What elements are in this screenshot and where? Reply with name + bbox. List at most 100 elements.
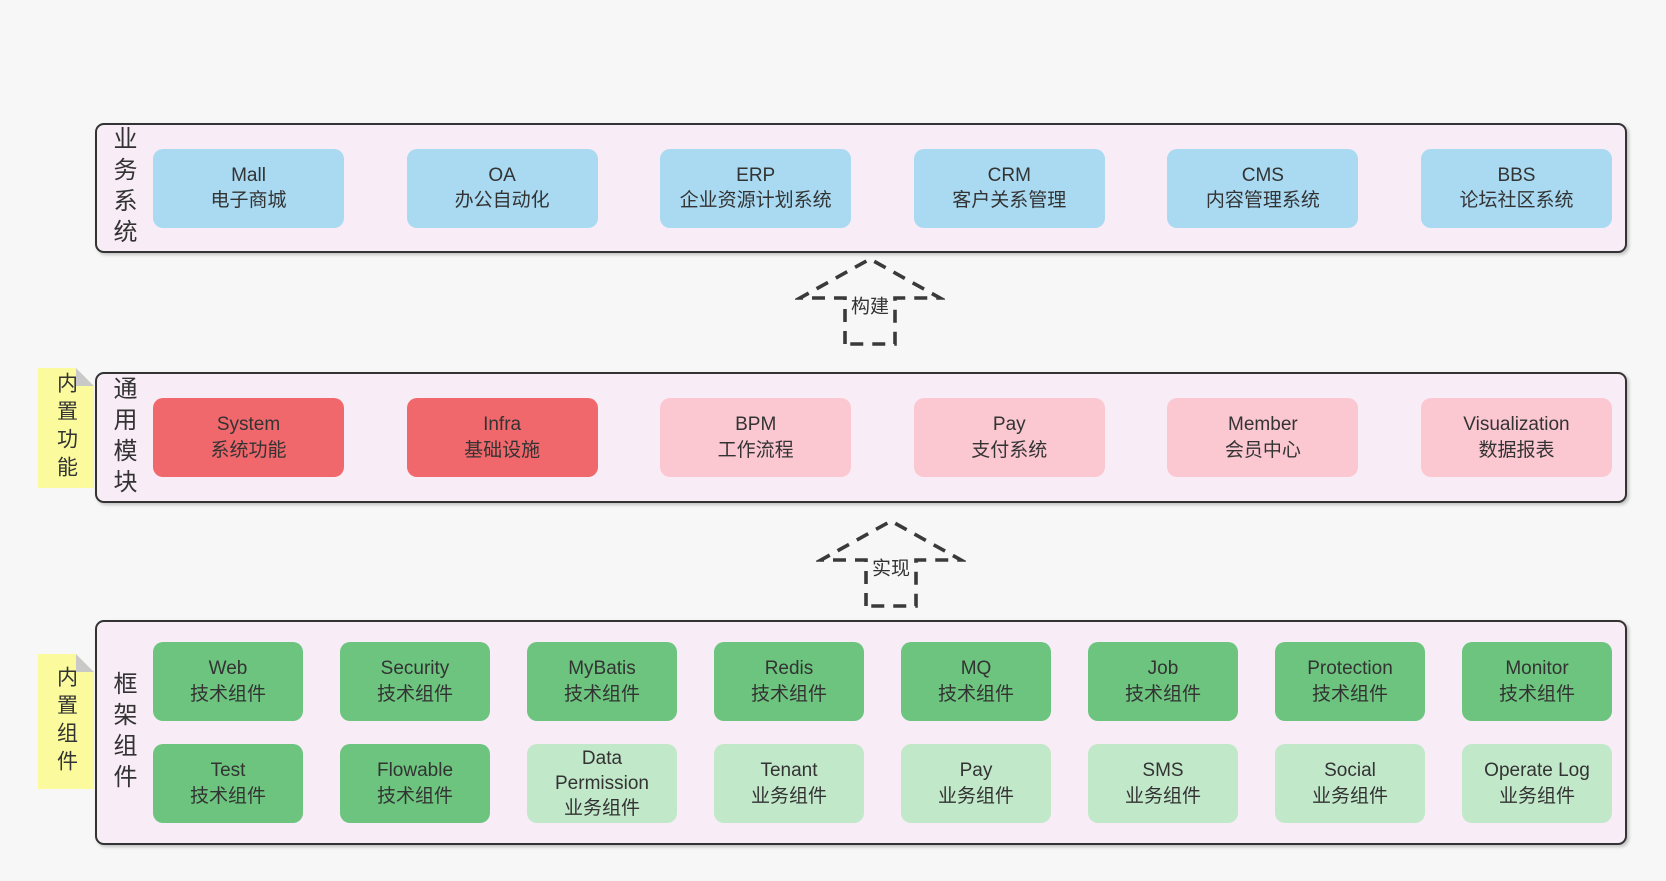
box-data-permission: Data Permission 业务组件 xyxy=(527,744,677,823)
box-subtitle: 业务组件 xyxy=(1124,785,1201,807)
box-mall: Mall 电子商城 xyxy=(153,148,344,228)
note-fold-icon xyxy=(76,654,94,672)
box-social: Social 业务组件 xyxy=(1275,744,1425,823)
box-title: Job xyxy=(1147,658,1179,680)
box-pay-component: Pay 业务组件 xyxy=(901,744,1051,823)
band-framework-components: 框架组件 Web 技术组件 Security 技术组件 MyBatis 技术组件… xyxy=(95,620,1627,845)
box-title: Operate Log xyxy=(1484,760,1590,782)
box-subtitle: 业务组件 xyxy=(1498,785,1575,807)
box-operate-log: Operate Log 业务组件 xyxy=(1462,744,1612,823)
box-title: Infra xyxy=(483,414,522,436)
band-label-framework-components: 框架组件 xyxy=(109,670,136,795)
box-title: Monitor xyxy=(1505,658,1569,680)
dashed-up-arrow-icon xyxy=(816,518,966,608)
box-subtitle: 技术组件 xyxy=(750,683,827,705)
box-title: MQ xyxy=(960,658,992,680)
box-title: Security xyxy=(380,658,450,680)
box-member: Member 会员中心 xyxy=(1167,398,1359,477)
box-subtitle: 业务组件 xyxy=(750,785,827,807)
box-visualization: Visualization 数据报表 xyxy=(1420,398,1612,477)
box-security: Security 技术组件 xyxy=(340,642,490,721)
box-title: Data Permission xyxy=(555,747,649,794)
band-common-modules: 通用模块 System 系统功能 Infra 基础设施 BPM 工作流程 Pay… xyxy=(95,372,1627,503)
box-title: BPM xyxy=(735,414,777,436)
arrow-label-implement: 实现 xyxy=(868,552,914,582)
note-text: 内置功能 xyxy=(54,372,78,484)
box-mq: MQ 技术组件 xyxy=(901,642,1051,721)
sticky-note-built-in-components: 内置组件 xyxy=(38,654,94,789)
band-business-systems: 业务系统 Mall 电子商城 OA 办公自动化 ERP 企业资源计划系统 CRM… xyxy=(95,123,1627,253)
band-row-1: Web 技术组件 Security 技术组件 MyBatis 技术组件 Redi… xyxy=(153,642,1612,721)
box-subtitle: 技术组件 xyxy=(189,683,266,705)
box-subtitle: 办公自动化 xyxy=(454,190,550,211)
box-infra: Infra 基础设施 xyxy=(406,398,598,477)
box-title: Pay xyxy=(992,414,1026,436)
box-title: Social xyxy=(1324,760,1376,782)
box-subtitle: 技术组件 xyxy=(1124,683,1201,705)
box-title: ERP xyxy=(736,164,776,186)
band-row: System 系统功能 Infra 基础设施 BPM 工作流程 Pay 支付系统… xyxy=(153,398,1612,477)
box-subtitle: 技术组件 xyxy=(376,683,453,705)
box-subtitle: 系统功能 xyxy=(210,439,287,461)
box-title: CRM xyxy=(987,164,1031,186)
box-bpm: BPM 工作流程 xyxy=(660,398,852,477)
box-title: Test xyxy=(210,760,246,782)
box-title: Tenant xyxy=(760,760,818,782)
box-cms: CMS 内容管理系统 xyxy=(1167,148,1359,228)
arrow-implement: 实现 xyxy=(816,518,966,608)
box-subtitle: 论坛社区系统 xyxy=(1459,190,1574,211)
box-web: Web 技术组件 xyxy=(153,642,303,721)
box-title: Protection xyxy=(1307,658,1393,680)
box-subtitle: 客户关系管理 xyxy=(952,190,1067,211)
box-title: Web xyxy=(208,658,248,680)
box-subtitle: 技术组件 xyxy=(563,683,640,705)
box-tenant: Tenant 业务组件 xyxy=(714,744,864,823)
box-title: SMS xyxy=(1142,760,1184,782)
box-title: Member xyxy=(1228,414,1298,436)
box-subtitle: 会员中心 xyxy=(1224,439,1301,461)
band-content: Mall 电子商城 OA 办公自动化 ERP 企业资源计划系统 CRM 客户关系… xyxy=(153,125,1612,251)
box-subtitle: 工作流程 xyxy=(717,439,794,461)
arrow-build: 构建 xyxy=(795,256,945,346)
box-title: System xyxy=(216,414,281,436)
box-protection: Protection 技术组件 xyxy=(1275,642,1425,721)
box-title: Pay xyxy=(959,760,993,782)
box-erp: ERP 企业资源计划系统 xyxy=(660,148,852,228)
box-job: Job 技术组件 xyxy=(1088,642,1238,721)
box-subtitle: 数据报表 xyxy=(1478,439,1555,461)
box-oa: OA 办公自动化 xyxy=(406,148,598,228)
note-fold-icon xyxy=(76,368,94,386)
box-subtitle: 电子商城 xyxy=(210,190,287,211)
note-text: 内置组件 xyxy=(54,665,78,778)
box-system: System 系统功能 xyxy=(153,398,344,477)
box-subtitle: 业务组件 xyxy=(1311,785,1388,807)
box-title: Mall xyxy=(231,164,266,186)
dashed-up-arrow-icon xyxy=(795,256,945,346)
sticky-note-built-in-features: 内置功能 xyxy=(38,368,94,488)
box-subtitle: 业务组件 xyxy=(937,785,1014,807)
box-title: MyBatis xyxy=(568,658,636,680)
box-title: Flowable xyxy=(376,760,454,782)
box-mybatis: MyBatis 技术组件 xyxy=(527,642,677,721)
box-title: Redis xyxy=(764,658,814,680)
box-subtitle: 技术组件 xyxy=(1498,683,1575,705)
box-subtitle: 企业资源计划系统 xyxy=(679,190,832,211)
box-title: BBS xyxy=(1497,164,1536,186)
box-subtitle: 基础设施 xyxy=(464,439,541,461)
box-test: Test 技术组件 xyxy=(153,744,303,823)
box-subtitle: 业务组件 xyxy=(563,798,640,820)
box-bbs: BBS 论坛社区系统 xyxy=(1420,148,1612,228)
box-subtitle: 技术组件 xyxy=(189,785,266,807)
box-subtitle: 支付系统 xyxy=(971,439,1048,461)
box-title: CMS xyxy=(1241,164,1284,186)
band-content: System 系统功能 Infra 基础设施 BPM 工作流程 Pay 支付系统… xyxy=(153,374,1612,501)
band-row: Mall 电子商城 OA 办公自动化 ERP 企业资源计划系统 CRM 客户关系… xyxy=(153,148,1612,228)
band-label-business-systems: 业务系统 xyxy=(109,126,136,250)
box-sms: SMS 业务组件 xyxy=(1088,744,1238,823)
box-title: Visualization xyxy=(1463,414,1570,436)
arrow-label-build: 构建 xyxy=(847,290,893,320)
box-monitor: Monitor 技术组件 xyxy=(1462,642,1612,721)
band-row-2: Test 技术组件 Flowable 技术组件 Data Permission … xyxy=(153,744,1612,823)
band-content: Web 技术组件 Security 技术组件 MyBatis 技术组件 Redi… xyxy=(153,622,1612,843)
box-title: OA xyxy=(488,164,516,186)
